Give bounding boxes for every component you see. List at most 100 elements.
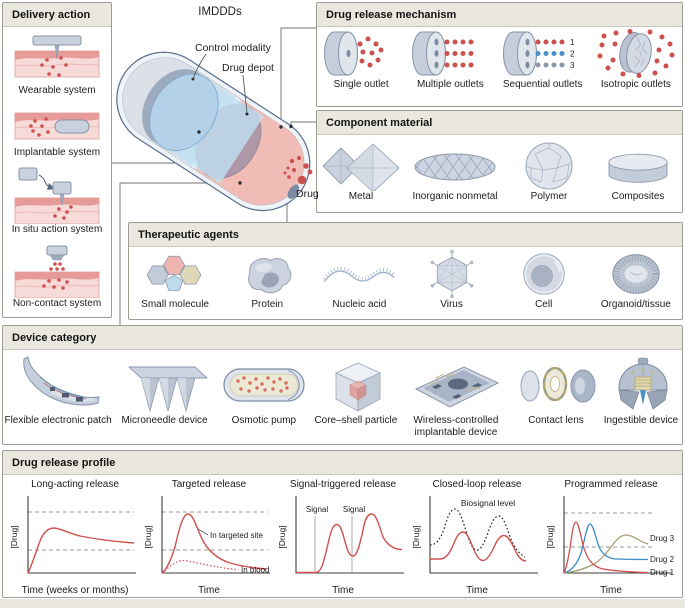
device-item-osmotic-pump: Osmotic pump: [216, 353, 312, 427]
x-axis-label: Time (weeks or months): [21, 585, 129, 596]
device-item-microneedle: Microneedle device: [113, 353, 216, 427]
ingestible-device-icon: [618, 357, 668, 410]
signal-annotation-2: Signal: [343, 505, 365, 514]
x-axis-label: Time: [600, 585, 622, 596]
mechanism-item-isotropic: Isotropic outlets: [594, 29, 678, 91]
in-situ-action-system-label: In situ action system: [11, 224, 103, 236]
drug-depot-disc: [195, 103, 262, 179]
composites-label: Composites: [611, 191, 665, 202]
mechanism-item-sequential: 1 2 3 Sequential outlets: [500, 29, 586, 91]
sequence-number-2: 2: [570, 50, 575, 59]
protein-icon: [248, 258, 292, 294]
sequential-outlets-label: Sequential outlets: [502, 79, 583, 90]
virus-icon: [430, 249, 473, 299]
protein-label: Protein: [251, 299, 284, 310]
y-axis-label: [Drug]: [9, 525, 19, 548]
closed-loop-release-chart: [Drug] Biosignal level: [411, 496, 538, 574]
isotropic-outlets-label: Isotropic outlets: [600, 79, 671, 90]
core-shell-particle-icon: [334, 362, 381, 412]
drug-release-mechanism-header: Drug release mechanism: [317, 3, 682, 27]
chart-long-acting: Long-acting release [Drug] Time (weeks o…: [8, 479, 142, 597]
metal-label: Metal: [348, 191, 374, 202]
drug-3-annotation: Drug 3: [650, 534, 675, 543]
delivery-item-noncontact: Non-contact system: [9, 244, 105, 310]
sequence-number-3: 3: [570, 61, 575, 70]
virus-label: Virus: [440, 299, 463, 310]
targeted-release-chart: [Drug] In targeted site In blood: [143, 496, 270, 575]
ingestible-device-label: Ingestible device: [603, 415, 679, 426]
contact-lens-label: Contact lens: [528, 415, 584, 426]
device-item-ingestible: Ingestible device: [600, 353, 682, 427]
material-item-polymer: Polymer: [505, 139, 593, 203]
y-axis-label: [Drug]: [411, 525, 421, 548]
single-outlet-label: Single outlet: [333, 79, 389, 90]
chart-title: Long-acting release: [31, 479, 119, 490]
isotropic-outlets-icon: [597, 29, 675, 78]
drug-release-mechanism-panel: Drug release mechanism Single outlet Mul…: [316, 2, 683, 107]
chart-title: Programmed release: [564, 479, 658, 490]
wearable-system-label: Wearable system: [18, 84, 96, 96]
drug-2-annotation: Drug 2: [650, 555, 675, 564]
microneedle-device-label: Microneedle device: [121, 415, 208, 426]
microneedle-device-icon: [127, 366, 208, 413]
wireless-controlled-implantable-device-label: Wireless-controlled implantable device: [413, 415, 499, 438]
cell-icon: [523, 253, 565, 295]
chart-programmed: Programmed release [Drug] Drug 3 Drug 2 …: [544, 479, 678, 597]
organoid-tissue-label: Organoid/tissue: [600, 299, 671, 310]
inorganic-nonmetal-icon: [414, 153, 496, 181]
therapeutic-agents-header: Therapeutic agents: [129, 223, 682, 247]
x-axis-label: Time: [332, 585, 354, 596]
agent-item-virus: Virus: [406, 249, 498, 311]
control-modality-label: Control modality: [195, 42, 271, 54]
osmotic-pump-label: Osmotic pump: [231, 415, 297, 426]
mechanism-item-single: Single outlet: [321, 29, 401, 91]
contact-lens-icon: [520, 366, 596, 403]
device-item-wireless-implantable: Wireless-controlled implantable device: [400, 353, 512, 439]
chart-targeted: Targeted release [Drug] In targeted site…: [142, 479, 276, 597]
sequence-number-1: 1: [570, 38, 575, 47]
bottom-margin-strip: [0, 599, 685, 608]
device-item-contact-lens: Contact lens: [512, 353, 600, 427]
multiple-outlets-label: Multiple outlets: [417, 79, 484, 90]
material-item-composites: Composites: [593, 139, 683, 203]
y-axis-label: [Drug]: [277, 525, 287, 548]
connector-dots: [191, 77, 293, 185]
implantable-system-icon: [14, 112, 100, 140]
agent-item-organoid: Organoid/tissue: [590, 249, 682, 311]
wearable-system-icon: [14, 35, 100, 78]
non-contact-system-icon: [14, 245, 100, 299]
drug-depot-label: Drug depot: [222, 62, 274, 74]
agent-item-cell: Cell: [498, 249, 590, 311]
imddd-capsule-illustration: [116, 51, 311, 212]
sequential-outlets-icon: 1 2 3: [502, 31, 575, 76]
small-molecule-icon: [146, 255, 202, 291]
organoid-tissue-icon: [612, 254, 660, 294]
cell-label: Cell: [535, 299, 553, 310]
inorganic-nonmetal-label: Inorganic nonmetal: [412, 191, 498, 202]
agent-item-protein: Protein: [221, 249, 313, 311]
small-molecule-label: Small molecule: [141, 299, 209, 310]
chart-title: Closed-loop release: [432, 479, 522, 490]
component-material-header: Component material: [317, 111, 682, 135]
in-blood-annotation: In blood: [241, 566, 269, 575]
mechanism-item-multiple: Multiple outlets: [409, 29, 491, 91]
delivery-item-implantable: Implantable system: [9, 105, 105, 159]
material-item-inorganic: Inorganic nonmetal: [405, 139, 505, 203]
composites-icon: [608, 153, 668, 183]
programmed-release-chart: [Drug] Drug 3 Drug 2 Drug 1: [545, 496, 675, 577]
implantable-system-label: Implantable system: [13, 146, 101, 158]
non-contact-system-label: Non-contact system: [12, 298, 102, 310]
core-shell-particle-label: Core–shell particle: [314, 415, 398, 426]
metal-icon: [322, 143, 400, 191]
flexible-electronic-patch-icon: [23, 356, 100, 406]
drug-label: Drug: [296, 188, 319, 200]
wireless-controlled-implantable-device-icon: [414, 366, 500, 408]
device-category-header: Device category: [3, 326, 682, 350]
delivery-item-insitu: In situ action system: [9, 166, 105, 236]
nucleic-acid-icon: [323, 266, 397, 283]
therapeutic-agents-panel: Therapeutic agents Small molecule Protei…: [128, 222, 683, 320]
polymer-icon: [525, 142, 573, 190]
material-item-metal: Metal: [317, 139, 405, 203]
agent-item-nucleic-acid: Nucleic acid: [313, 249, 405, 311]
